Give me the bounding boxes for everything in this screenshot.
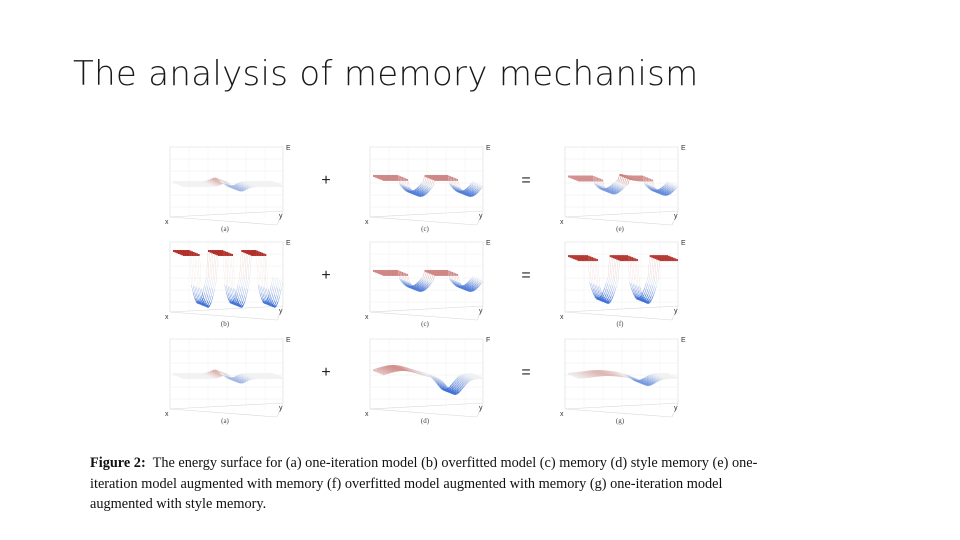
energy-surface-plot <box>369 338 484 418</box>
panel-label: (a) <box>221 225 229 233</box>
y-axis-letter: y <box>674 405 678 412</box>
plot-box <box>564 241 679 321</box>
energy-surface-plot <box>564 338 679 418</box>
energy-surface <box>568 173 678 196</box>
x-axis-letter: x <box>560 411 564 418</box>
energy-axis-letter: E <box>486 145 491 152</box>
energy-surface-plot <box>169 338 284 418</box>
panel-label: (d) <box>420 417 430 425</box>
plus-operator: + <box>321 267 331 284</box>
energy-axis-letter: F <box>486 337 491 344</box>
energy-surface <box>568 255 678 304</box>
energy-surface <box>173 177 283 192</box>
figure-caption: Figure 2: The energy surface for (a) one… <box>90 453 770 515</box>
panel-label: (e) <box>616 225 624 233</box>
energy-surface-plot <box>169 241 284 321</box>
y-axis-letter: y <box>479 308 483 315</box>
plot-box <box>369 241 484 321</box>
y-axis-letter: y <box>479 213 483 220</box>
equals-operator: = <box>521 364 531 381</box>
energy-axis-letter: E <box>486 240 491 247</box>
energy-surface-plot <box>169 146 284 226</box>
x-axis-letter: x <box>365 411 369 418</box>
plot-box <box>564 146 679 226</box>
equals-operator: = <box>521 267 531 284</box>
plot-box <box>369 338 484 418</box>
panel-label: (c) <box>421 320 429 328</box>
energy-surface-plot <box>564 146 679 226</box>
energy-surface <box>373 174 483 197</box>
energy-axis-letter: E <box>286 337 291 344</box>
y-axis-letter: y <box>279 405 283 412</box>
equals-operator: = <box>521 172 531 189</box>
y-axis-letter: y <box>674 213 678 220</box>
energy-surface-plot <box>369 241 484 321</box>
y-axis-letter: y <box>674 308 678 315</box>
y-axis-letter: y <box>279 308 283 315</box>
caption-label: Figure 2: <box>90 455 146 471</box>
x-axis-letter: x <box>165 314 169 321</box>
x-axis-letter: x <box>365 219 369 226</box>
y-axis-letter: y <box>279 213 283 220</box>
energy-surface <box>173 369 283 384</box>
panel-label: (b) <box>220 320 230 328</box>
y-axis-letter: y <box>479 405 483 412</box>
plus-operator: + <box>321 172 331 189</box>
energy-axis-letter: E <box>681 145 686 152</box>
energy-axis-letter: E <box>286 145 291 152</box>
energy-surface <box>173 250 283 308</box>
panel-label: (f) <box>616 320 624 328</box>
energy-surface <box>373 269 483 292</box>
energy-axis-letter: E <box>681 337 686 344</box>
energy-axis-letter: E <box>681 240 686 247</box>
panel-label: (a) <box>221 417 229 425</box>
energy-surface-plot <box>564 241 679 321</box>
x-axis-letter: x <box>560 314 564 321</box>
x-axis-letter: x <box>165 219 169 226</box>
x-axis-letter: x <box>560 219 564 226</box>
caption-text: The energy surface for (a) one-iteration… <box>90 455 758 512</box>
energy-axis-letter: E <box>286 240 291 247</box>
energy-surface <box>373 365 483 395</box>
energy-surface-plot <box>369 146 484 226</box>
panel-label: (g) <box>615 417 625 425</box>
plus-operator: + <box>321 364 331 381</box>
x-axis-letter: x <box>165 411 169 418</box>
x-axis-letter: x <box>365 314 369 321</box>
panel-label: (c) <box>421 225 429 233</box>
slide-title: The analysis of memory mechanism <box>73 54 699 94</box>
plot-box <box>369 146 484 226</box>
energy-surface <box>568 370 678 386</box>
